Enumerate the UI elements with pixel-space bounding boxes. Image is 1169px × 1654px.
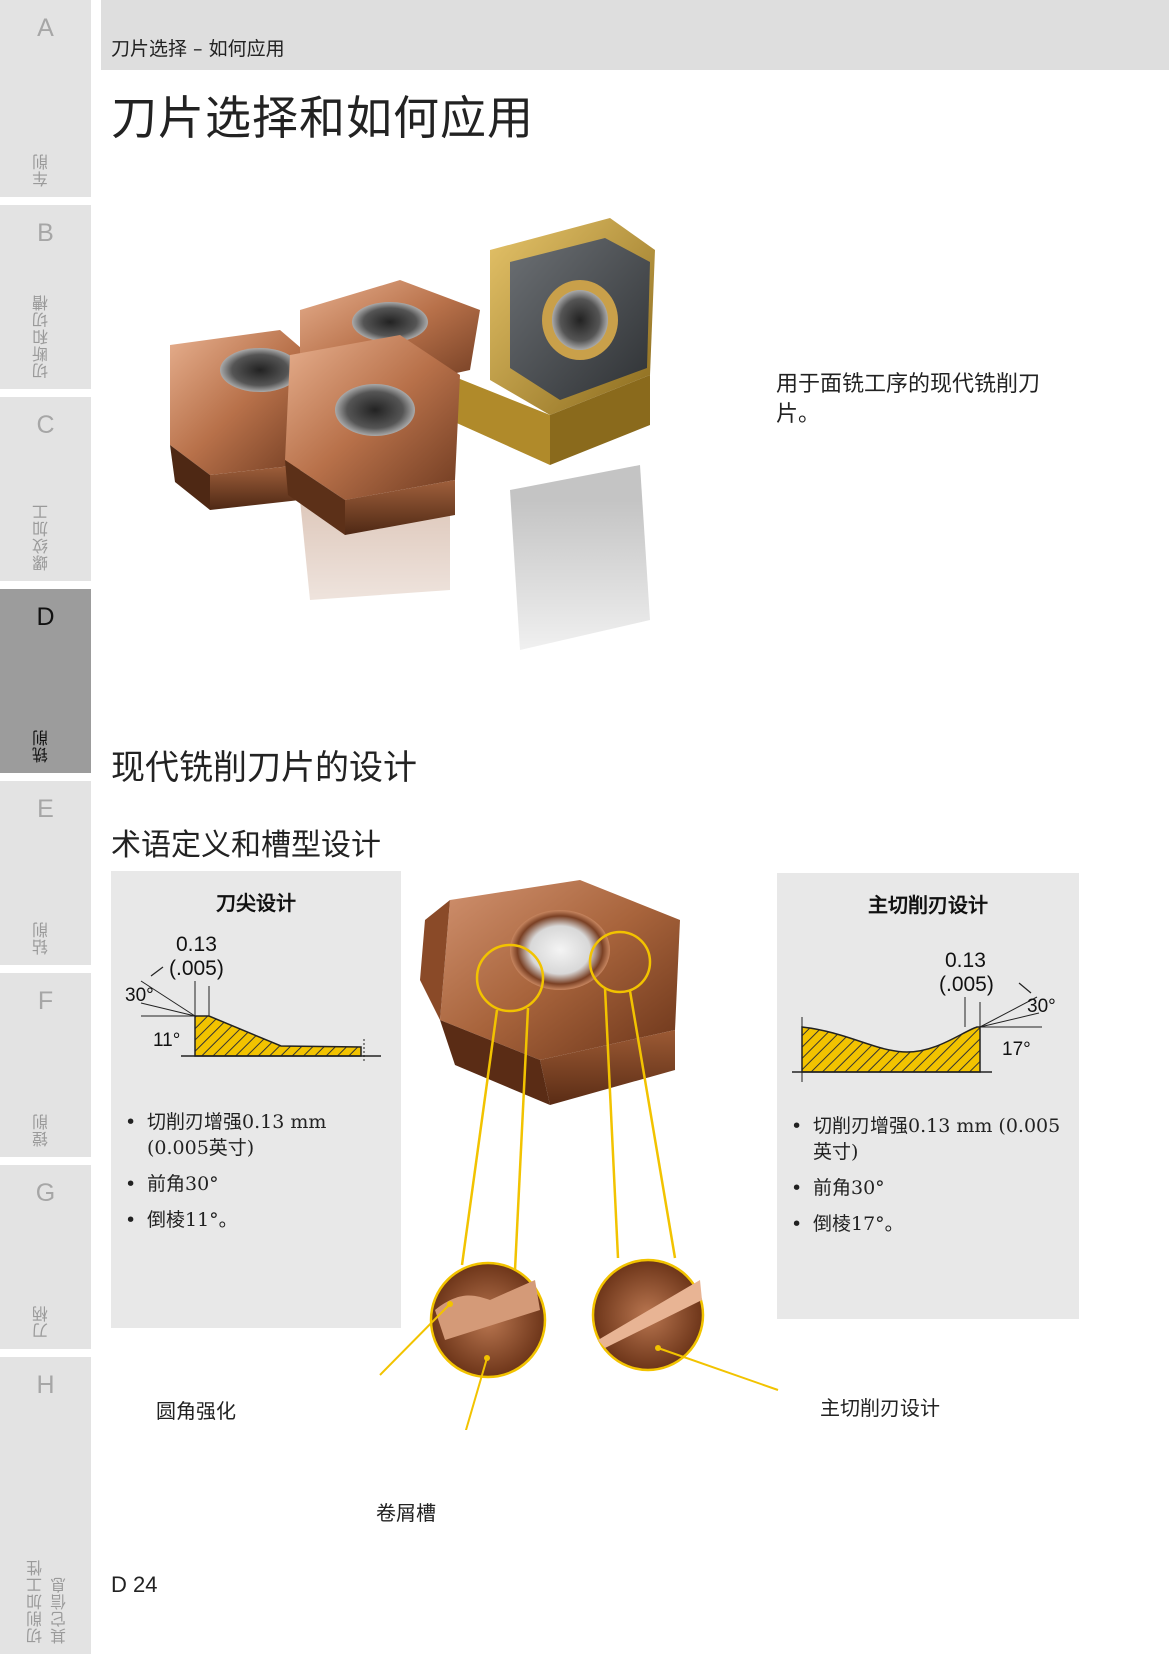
tab-letter: H	[36, 1371, 55, 1399]
tab-label: 钻削	[32, 921, 51, 955]
angle-rake: 30°	[1027, 996, 1056, 1017]
main-edge-bullets: 切削刃增强0.13 mm (0.005英寸) 前角30° 倒棱17°。	[789, 1113, 1069, 1247]
section-title: 现代铣削刀片的设计	[111, 748, 417, 788]
photo-caption: 用于面铣工序的现代铣削刀片。	[776, 372, 1041, 427]
angle-rake: 30°	[125, 985, 154, 1006]
main-edge-profile-diagram: 0.13 (.005) 30° 17°	[792, 949, 1056, 1082]
tab-label: 铣削	[32, 729, 51, 763]
tab-letter: G	[35, 1179, 56, 1207]
corner-bullets: 切削刃增强0.13 mm (0.005英寸) 前角30° 倒棱11°。	[123, 1109, 393, 1243]
tab-b[interactable]: B 切断和切槽	[0, 205, 91, 389]
corner-design-panel: 刀尖设计 0.13 (.005) 30° 11° 切削刃增强0.13 mm (0…	[111, 871, 401, 1328]
tab-label: 切削加工性	[26, 1559, 45, 1644]
angle-chamfer: 17°	[1002, 1039, 1031, 1060]
tab-f[interactable]: F 镗削	[0, 973, 91, 1157]
callout-chipbreaker: 卷屑槽	[376, 1501, 436, 1525]
dim-value: 0.13	[945, 949, 986, 972]
header-bar: 刀片选择 – 如何应用	[101, 0, 1169, 70]
subsection-title: 术语定义和槽型设计	[111, 828, 381, 863]
tab-letter: B	[37, 219, 54, 247]
list-item: 切削刃增强0.13 mm (0.005英寸)	[789, 1113, 1069, 1165]
dim-value: 0.13	[176, 933, 217, 956]
tab-h[interactable]: H 切削加工性 其它信息	[0, 1357, 91, 1654]
callout-corner: 圆角强化	[156, 1399, 236, 1423]
callout-main-edge: 主切削刃设计	[820, 1396, 940, 1420]
tab-label: 镗削	[32, 1113, 51, 1147]
tab-label: 螺纹加工	[32, 503, 51, 571]
tab-d[interactable]: D 铣削	[0, 589, 91, 773]
list-item: 倒棱17°。	[789, 1211, 1069, 1237]
dim-inch: (.005)	[939, 973, 994, 996]
tab-c[interactable]: C 螺纹加工	[0, 397, 91, 581]
list-item: 前角30°	[789, 1175, 1069, 1201]
dim-inch: (.005)	[169, 957, 224, 980]
tab-g[interactable]: G 刀柄	[0, 1165, 91, 1349]
tab-letter: A	[37, 14, 54, 42]
list-item: 切削刃增强0.13 mm (0.005英寸)	[123, 1109, 393, 1161]
tab-label: 切断和切槽	[32, 294, 51, 379]
main-edge-panel: 主切削刃设计 0.13 (.005) 30° 17° 切削刃增强0.13 mm …	[777, 873, 1079, 1319]
tab-a[interactable]: A 车削	[0, 0, 91, 197]
insert-photo	[170, 218, 730, 700]
page-number: D 24	[111, 1572, 158, 1597]
tab-letter: C	[36, 411, 55, 439]
corner-profile-diagram: 0.13 (.005) 30° 11°	[125, 933, 381, 1061]
list-item: 倒棱11°。	[123, 1207, 393, 1233]
tab-e[interactable]: E 钻削	[0, 781, 91, 965]
page-title: 刀片选择和如何应用	[111, 91, 534, 145]
tab-label-2: 其它信息	[50, 1576, 69, 1644]
tab-label: 刀柄	[32, 1305, 51, 1339]
panel-title: 主切削刃设计	[868, 893, 988, 917]
insert-detail-illustration	[379, 880, 779, 1430]
list-item: 前角30°	[123, 1171, 393, 1197]
breadcrumb: 刀片选择 – 如何应用	[111, 38, 285, 60]
panel-title: 刀尖设计	[216, 891, 296, 915]
tab-letter: F	[37, 987, 54, 1015]
tab-letter: E	[37, 795, 54, 823]
tab-letter: D	[36, 603, 55, 631]
angle-chamfer: 11°	[153, 1030, 180, 1051]
tab-label: 车削	[32, 153, 51, 187]
